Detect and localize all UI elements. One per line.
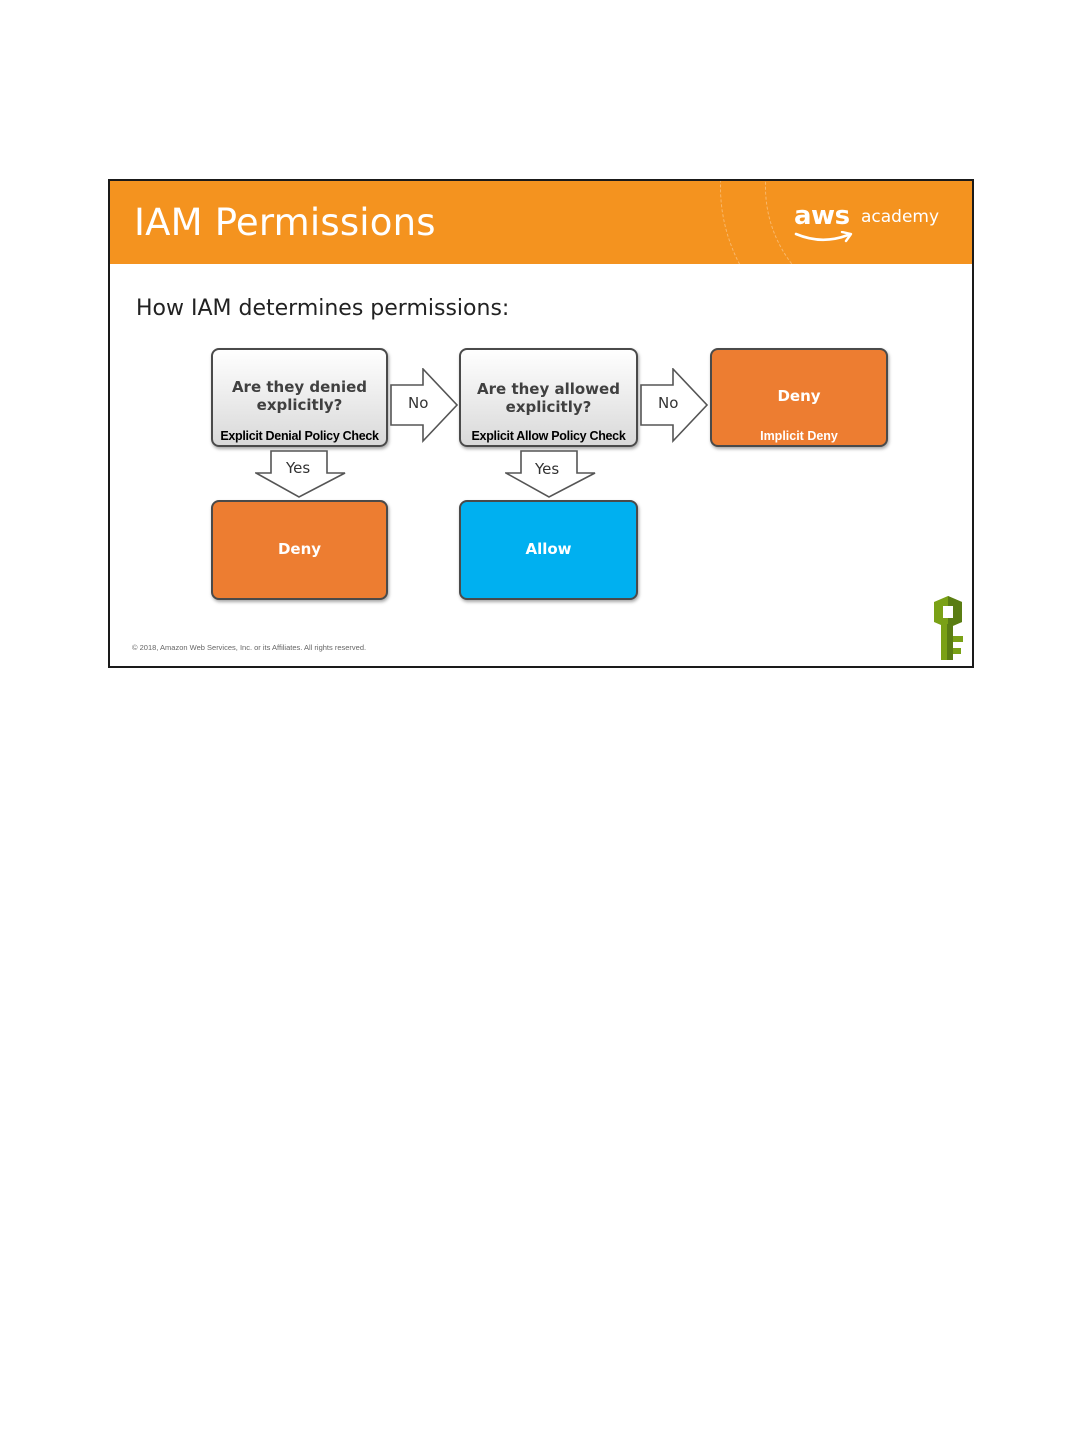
no-label-1: No bbox=[408, 394, 429, 412]
no-label-2: No bbox=[658, 394, 679, 412]
iam-key-icon bbox=[934, 596, 963, 660]
denial-check-caption: Explicit Denial Policy Check bbox=[220, 429, 379, 443]
implicit-deny-label: Deny bbox=[777, 387, 821, 405]
implicit-deny-caption: Implicit Deny bbox=[760, 429, 838, 443]
allow-box: Allow bbox=[459, 500, 638, 600]
aws-academy-logo: aws academy bbox=[794, 201, 944, 246]
no-arrow-right-1 bbox=[390, 368, 459, 444]
allow-check-caption: Explicit Allow Policy Check bbox=[471, 429, 626, 443]
yes-arrow-down-2 bbox=[505, 450, 596, 498]
logo-brand: aws bbox=[794, 201, 850, 231]
no-arrow-right-2 bbox=[640, 368, 709, 444]
explicit-deny-label: Deny bbox=[277, 540, 322, 558]
yes-arrow-down-1 bbox=[255, 450, 346, 498]
allow-question-line-2: explicitly? bbox=[505, 398, 592, 416]
slide-header: IAM Permissions aws academy bbox=[110, 181, 972, 264]
implicit-deny-box: Deny Implicit Deny bbox=[710, 348, 888, 447]
denial-question-line-2: explicitly? bbox=[256, 396, 343, 414]
yes-label-1: Yes bbox=[286, 459, 311, 477]
denial-question-line-1: Are they denied bbox=[231, 378, 368, 396]
slide-title: IAM Permissions bbox=[134, 201, 436, 244]
yes-label-2: Yes bbox=[535, 460, 560, 478]
aws-smile-icon bbox=[794, 231, 853, 243]
explicit-deny-box: Deny bbox=[211, 500, 388, 600]
allow-question-line-1: Are they allowed bbox=[477, 380, 620, 398]
slide: IAM Permissions aws academy How IAM dete… bbox=[108, 179, 974, 668]
allow-check-box: Are they allowed explicitly? Explicit Al… bbox=[459, 348, 638, 447]
copyright-text: © 2018, Amazon Web Services, Inc. or its… bbox=[132, 643, 367, 652]
allow-label: Allow bbox=[525, 540, 572, 558]
denial-check-box: Are they denied explicitly? Explicit Den… bbox=[211, 348, 388, 447]
logo-product: academy bbox=[861, 207, 940, 227]
slide-subtitle: How IAM determines permissions: bbox=[136, 296, 510, 321]
